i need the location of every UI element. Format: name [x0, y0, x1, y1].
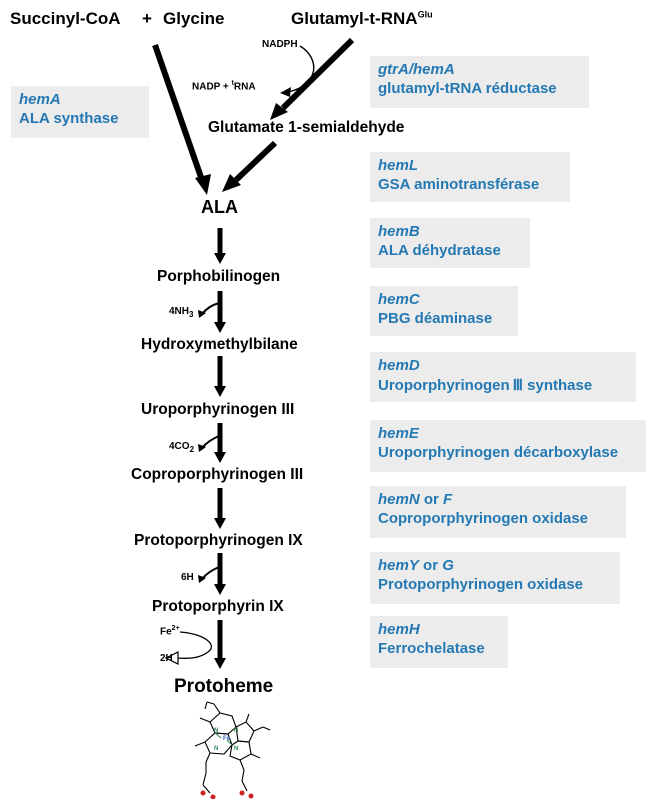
nadph-curve — [287, 45, 315, 93]
cofactor-co2: 4CO2 — [169, 441, 194, 454]
gene-label: hemA — [19, 91, 61, 108]
heme-n-label-4: N — [234, 746, 239, 752]
enzyme-box-heml: hemL GSA aminotransférase — [370, 152, 570, 202]
enzyme-name: Protoporphyrinogen oxidase — [378, 576, 584, 593]
gene-label: hemH — [378, 621, 420, 638]
glutamyl-trna-sup: Glu — [417, 9, 433, 20]
arrowhead-gsa — [270, 103, 288, 120]
enzyme-name: Ferrochelatase — [378, 640, 485, 657]
enzyme-box-hemd: hemD Uroporphyrinogen Ⅲ synthase — [370, 352, 636, 402]
intermediate-hydroxymethylbilane: Hydroxymethylbilane — [141, 336, 298, 353]
fe-text: Fe — [160, 626, 172, 638]
heme-o-mark-4 — [248, 793, 254, 799]
heme-n-label-1: N — [214, 728, 219, 734]
intermediate-protoporphyrin: Protoporphyrin IX — [152, 598, 284, 615]
substrate-glycine: Glycine — [163, 9, 225, 28]
intermediate-uroporphyrinogen: Uroporphyrinogen III — [141, 401, 295, 418]
heme-structure — [194, 701, 271, 794]
enzyme-name: PBG déaminase — [378, 310, 493, 327]
substrate-succinyl-coa: Succinyl-CoA — [10, 9, 121, 28]
heme-o-mark-2 — [210, 794, 216, 799]
main-chain-heads — [214, 253, 226, 669]
enzyme-box-hema: hemA ALA synthase — [11, 86, 149, 138]
substrate-glutamyl-trna: Glutamyl-t-RNAGlu — [291, 9, 433, 29]
gene-label: hemB — [378, 223, 420, 240]
enzyme-name: Uroporphyrinogen Ⅲ synthase — [378, 377, 593, 394]
enzyme-box-gtra: gtrA/hemA glutamyl-tRNA réductase — [370, 56, 589, 108]
product-protoheme: Protoheme — [174, 676, 274, 697]
co2-hook — [201, 435, 220, 449]
enzyme-box-hemc: hemC PBG déaminase — [370, 286, 518, 336]
heme-n-label-3: N — [214, 746, 219, 752]
cofactor-6h: 6H — [181, 572, 194, 583]
plus-sign: + — [142, 9, 152, 28]
arrowhead-ala-left — [195, 174, 211, 195]
enzyme-name: Coproporphyrinogen oxidase — [378, 510, 589, 527]
gene-main: hemY — [378, 557, 419, 574]
nh3-text: 4NH — [169, 306, 190, 317]
heme-o-mark-1 — [200, 790, 206, 796]
cofactor-2h: 2H — [160, 653, 173, 664]
nadp-text: NADP + — [192, 81, 232, 93]
gene-label: gtrA/hemA — [378, 61, 455, 78]
cofactor-fe: Fe2+ — [160, 625, 180, 637]
arrow-glutamyl-to-gsa — [280, 37, 355, 111]
cofactor-nadph: NADPH — [262, 39, 298, 50]
nadp-trna-sup: t — [231, 80, 234, 87]
gene-or: or — [418, 557, 443, 574]
intermediate-ala: ALA — [201, 197, 238, 217]
heme-fe-label: Fe — [223, 736, 231, 742]
cofactor-nh3: 4NH3 — [169, 306, 193, 319]
enzyme-name: glutamyl-tRNA réductase — [378, 80, 557, 97]
enzyme-name: GSA aminotransférase — [378, 176, 540, 193]
nh3-sub: 3 — [189, 310, 194, 319]
gene-or: or — [419, 491, 444, 508]
gene-main: hemN — [378, 491, 420, 508]
gene-label: hemD — [378, 357, 420, 374]
arrow-glycine-to-ala — [152, 44, 206, 184]
fe-curve — [177, 631, 212, 659]
nadph-curve-head — [280, 87, 291, 97]
gene-label: hemN or F — [378, 491, 452, 508]
intermediate-gsa: Glutamate 1-semialdehyde — [208, 119, 405, 136]
enzyme-box-hemb: hemB ALA déhydratase — [370, 218, 530, 268]
gene-label: hemL — [378, 157, 419, 174]
fe-sup: 2+ — [171, 625, 180, 632]
heme-n-label-2: N — [234, 728, 239, 734]
nadp-trna-tail: RNA — [233, 81, 256, 93]
co2-text: 4CO — [169, 441, 190, 452]
gene-label: hemE — [378, 425, 419, 442]
arrowhead-ala-right — [222, 174, 241, 192]
intermediate-protoporphyrinogen: Protoporphyrinogen IX — [134, 532, 303, 549]
h6-hook — [201, 566, 220, 580]
nh3-hook — [201, 302, 220, 315]
gene-label: hemC — [378, 291, 420, 308]
gene-alt: F — [443, 491, 453, 508]
enzyme-name: Uroporphyrinogen décarboxylase — [378, 444, 619, 461]
enzyme-box-hemh: hemH Ferrochelatase — [370, 616, 508, 668]
cofactor-nadp-trna: NADP + tRNA — [192, 80, 256, 92]
arrow-gsa-to-ala — [233, 140, 278, 183]
gene-alt: G — [442, 557, 454, 574]
enzyme-box-hemy: hemY or G Protoporphyrinogen oxidase — [370, 552, 620, 604]
enzyme-name: ALA synthase — [19, 110, 119, 127]
glutamyl-trna-text: Glutamyl-t-RNA — [291, 9, 418, 28]
enzyme-name: ALA déhydratase — [378, 242, 501, 259]
heme-o-mark-3 — [239, 790, 245, 796]
enzyme-box-heme: hemE Uroporphyrinogen décarboxylase — [370, 420, 646, 472]
intermediate-coproporphyrinogen: Coproporphyrinogen III — [131, 466, 304, 483]
enzyme-box-hemn: hemN or F Coproporphyrinogen oxidase — [370, 486, 626, 538]
gene-label: hemY or G — [378, 557, 454, 574]
fe-curve-head — [164, 651, 179, 665]
heme-atom-marks — [200, 790, 254, 799]
intermediate-porphobilinogen: Porphobilinogen — [157, 268, 281, 285]
co2-sub: 2 — [189, 445, 195, 454]
